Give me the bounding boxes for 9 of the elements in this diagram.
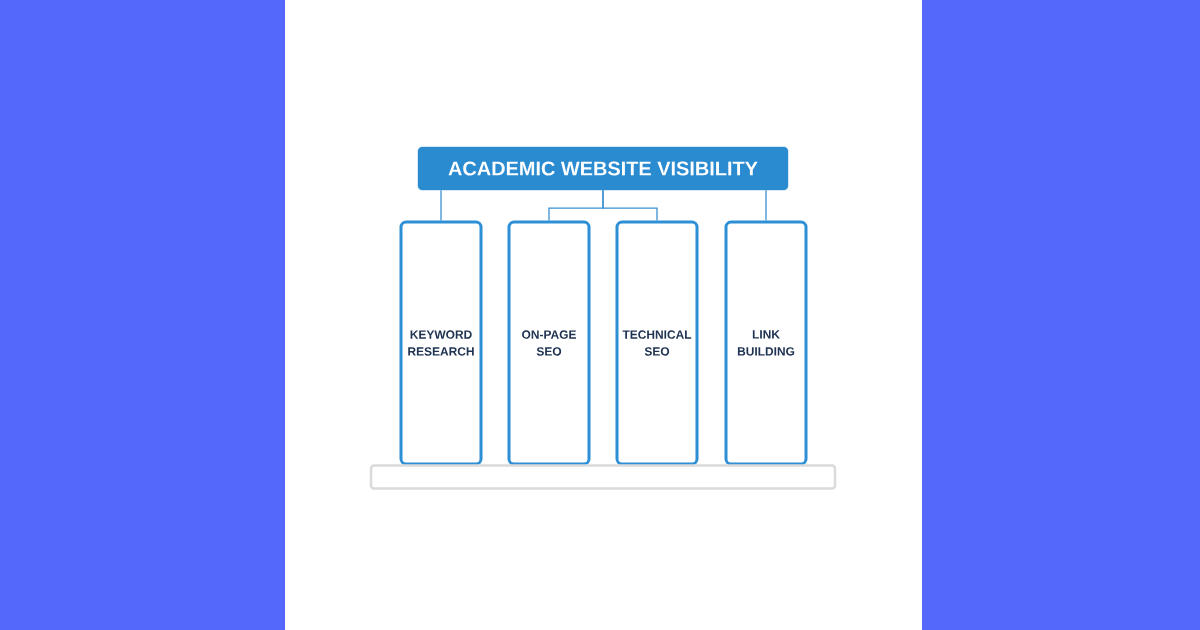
pillar-box: ON-PAGE SEO <box>507 220 591 466</box>
connector-line <box>440 189 442 222</box>
pillar-box: KEYWORD RESEARCH <box>399 220 483 466</box>
base-platform <box>369 464 837 490</box>
pillar-box: TECHNICAL SEO <box>615 220 699 466</box>
connector-line <box>765 189 767 222</box>
title-box: ACADEMIC WEBSITE VISIBILITY <box>417 146 789 191</box>
pillar-box: LINK BUILDING <box>724 220 808 466</box>
connector-line <box>602 189 658 222</box>
